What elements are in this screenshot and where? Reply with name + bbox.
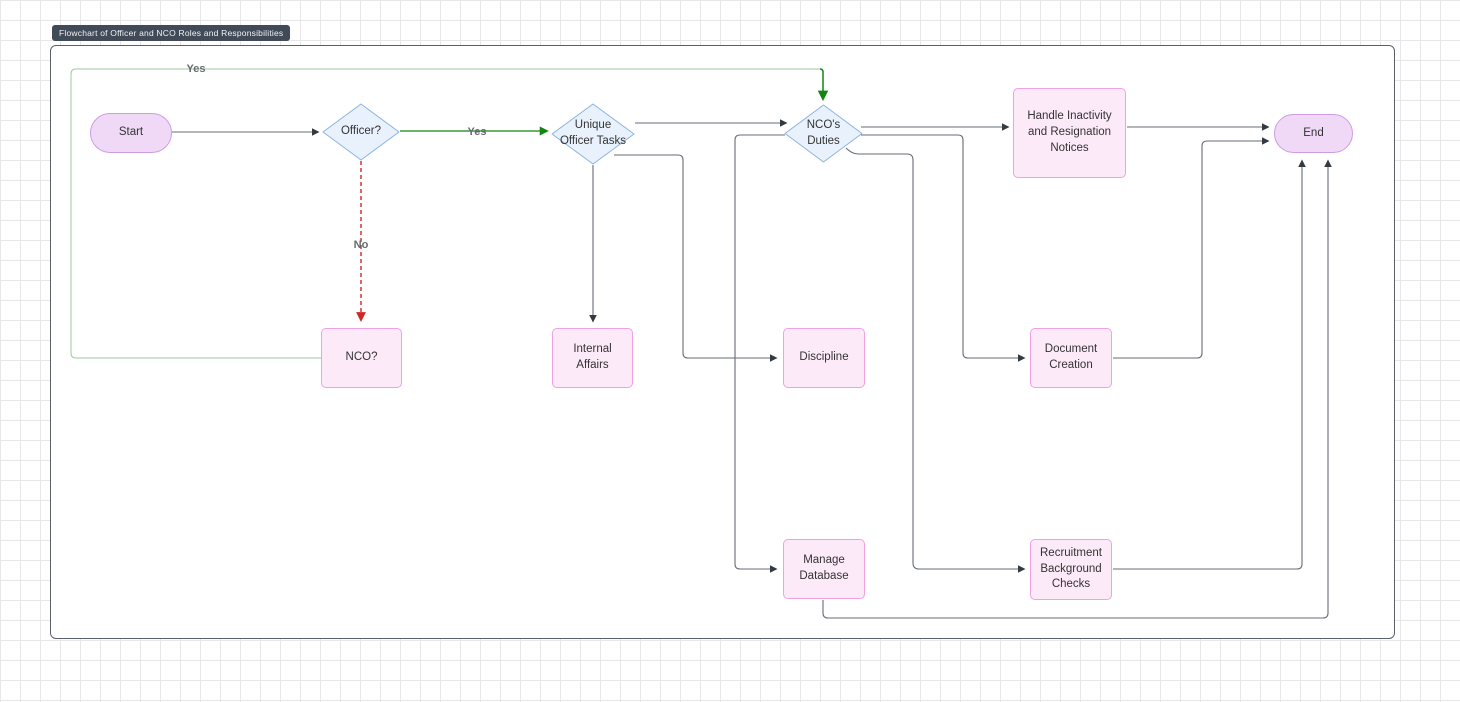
node-end: End: [1274, 114, 1353, 153]
node-recruitment-checks: Recruitment Background Checks: [1030, 539, 1112, 600]
edge-label-nco-ncos-duties: Yes: [186, 63, 206, 75]
edge-label-officer-nco: No: [353, 239, 369, 251]
diagram-title-tooltip: Flowchart of Officer and NCO Roles and R…: [52, 25, 291, 41]
node-handle-inactivity: Handle Inactivity and Resignation Notice…: [1013, 88, 1126, 178]
flowchart-container: [50, 45, 1395, 639]
node-unique-officer-tasks: Unique Officer Tasks: [551, 103, 635, 165]
node-label: Recruitment Background Checks: [1040, 546, 1102, 591]
node-label: NCO's Duties: [806, 118, 841, 147]
node-document-creation: Document Creation: [1030, 328, 1112, 388]
node-ncos-duties: NCO's Duties: [784, 104, 863, 163]
node-internal-affairs: Internal Affairs: [552, 328, 633, 388]
node-discipline: Discipline: [783, 328, 865, 388]
node-label: End: [1303, 126, 1324, 139]
node-label: Unique Officer Tasks: [559, 119, 627, 147]
node-label: Internal Affairs: [573, 343, 612, 371]
node-nco: NCO?: [321, 328, 402, 388]
node-label: Discipline: [799, 351, 849, 364]
node-manage-database: Manage Database: [783, 539, 865, 599]
edge-label-officer-unique-officer-tasks: Yes: [467, 126, 487, 138]
node-label: Start: [118, 126, 144, 139]
node-officer: Officer?: [322, 103, 400, 161]
node-start: Start: [90, 113, 172, 153]
node-label: Document Creation: [1044, 343, 1098, 371]
node-label: Handle Inactivity and Resignation Notice…: [1027, 110, 1112, 154]
node-label: Officer?: [340, 125, 382, 138]
node-label: Manage Database: [799, 554, 849, 582]
node-label: NCO?: [345, 351, 378, 364]
